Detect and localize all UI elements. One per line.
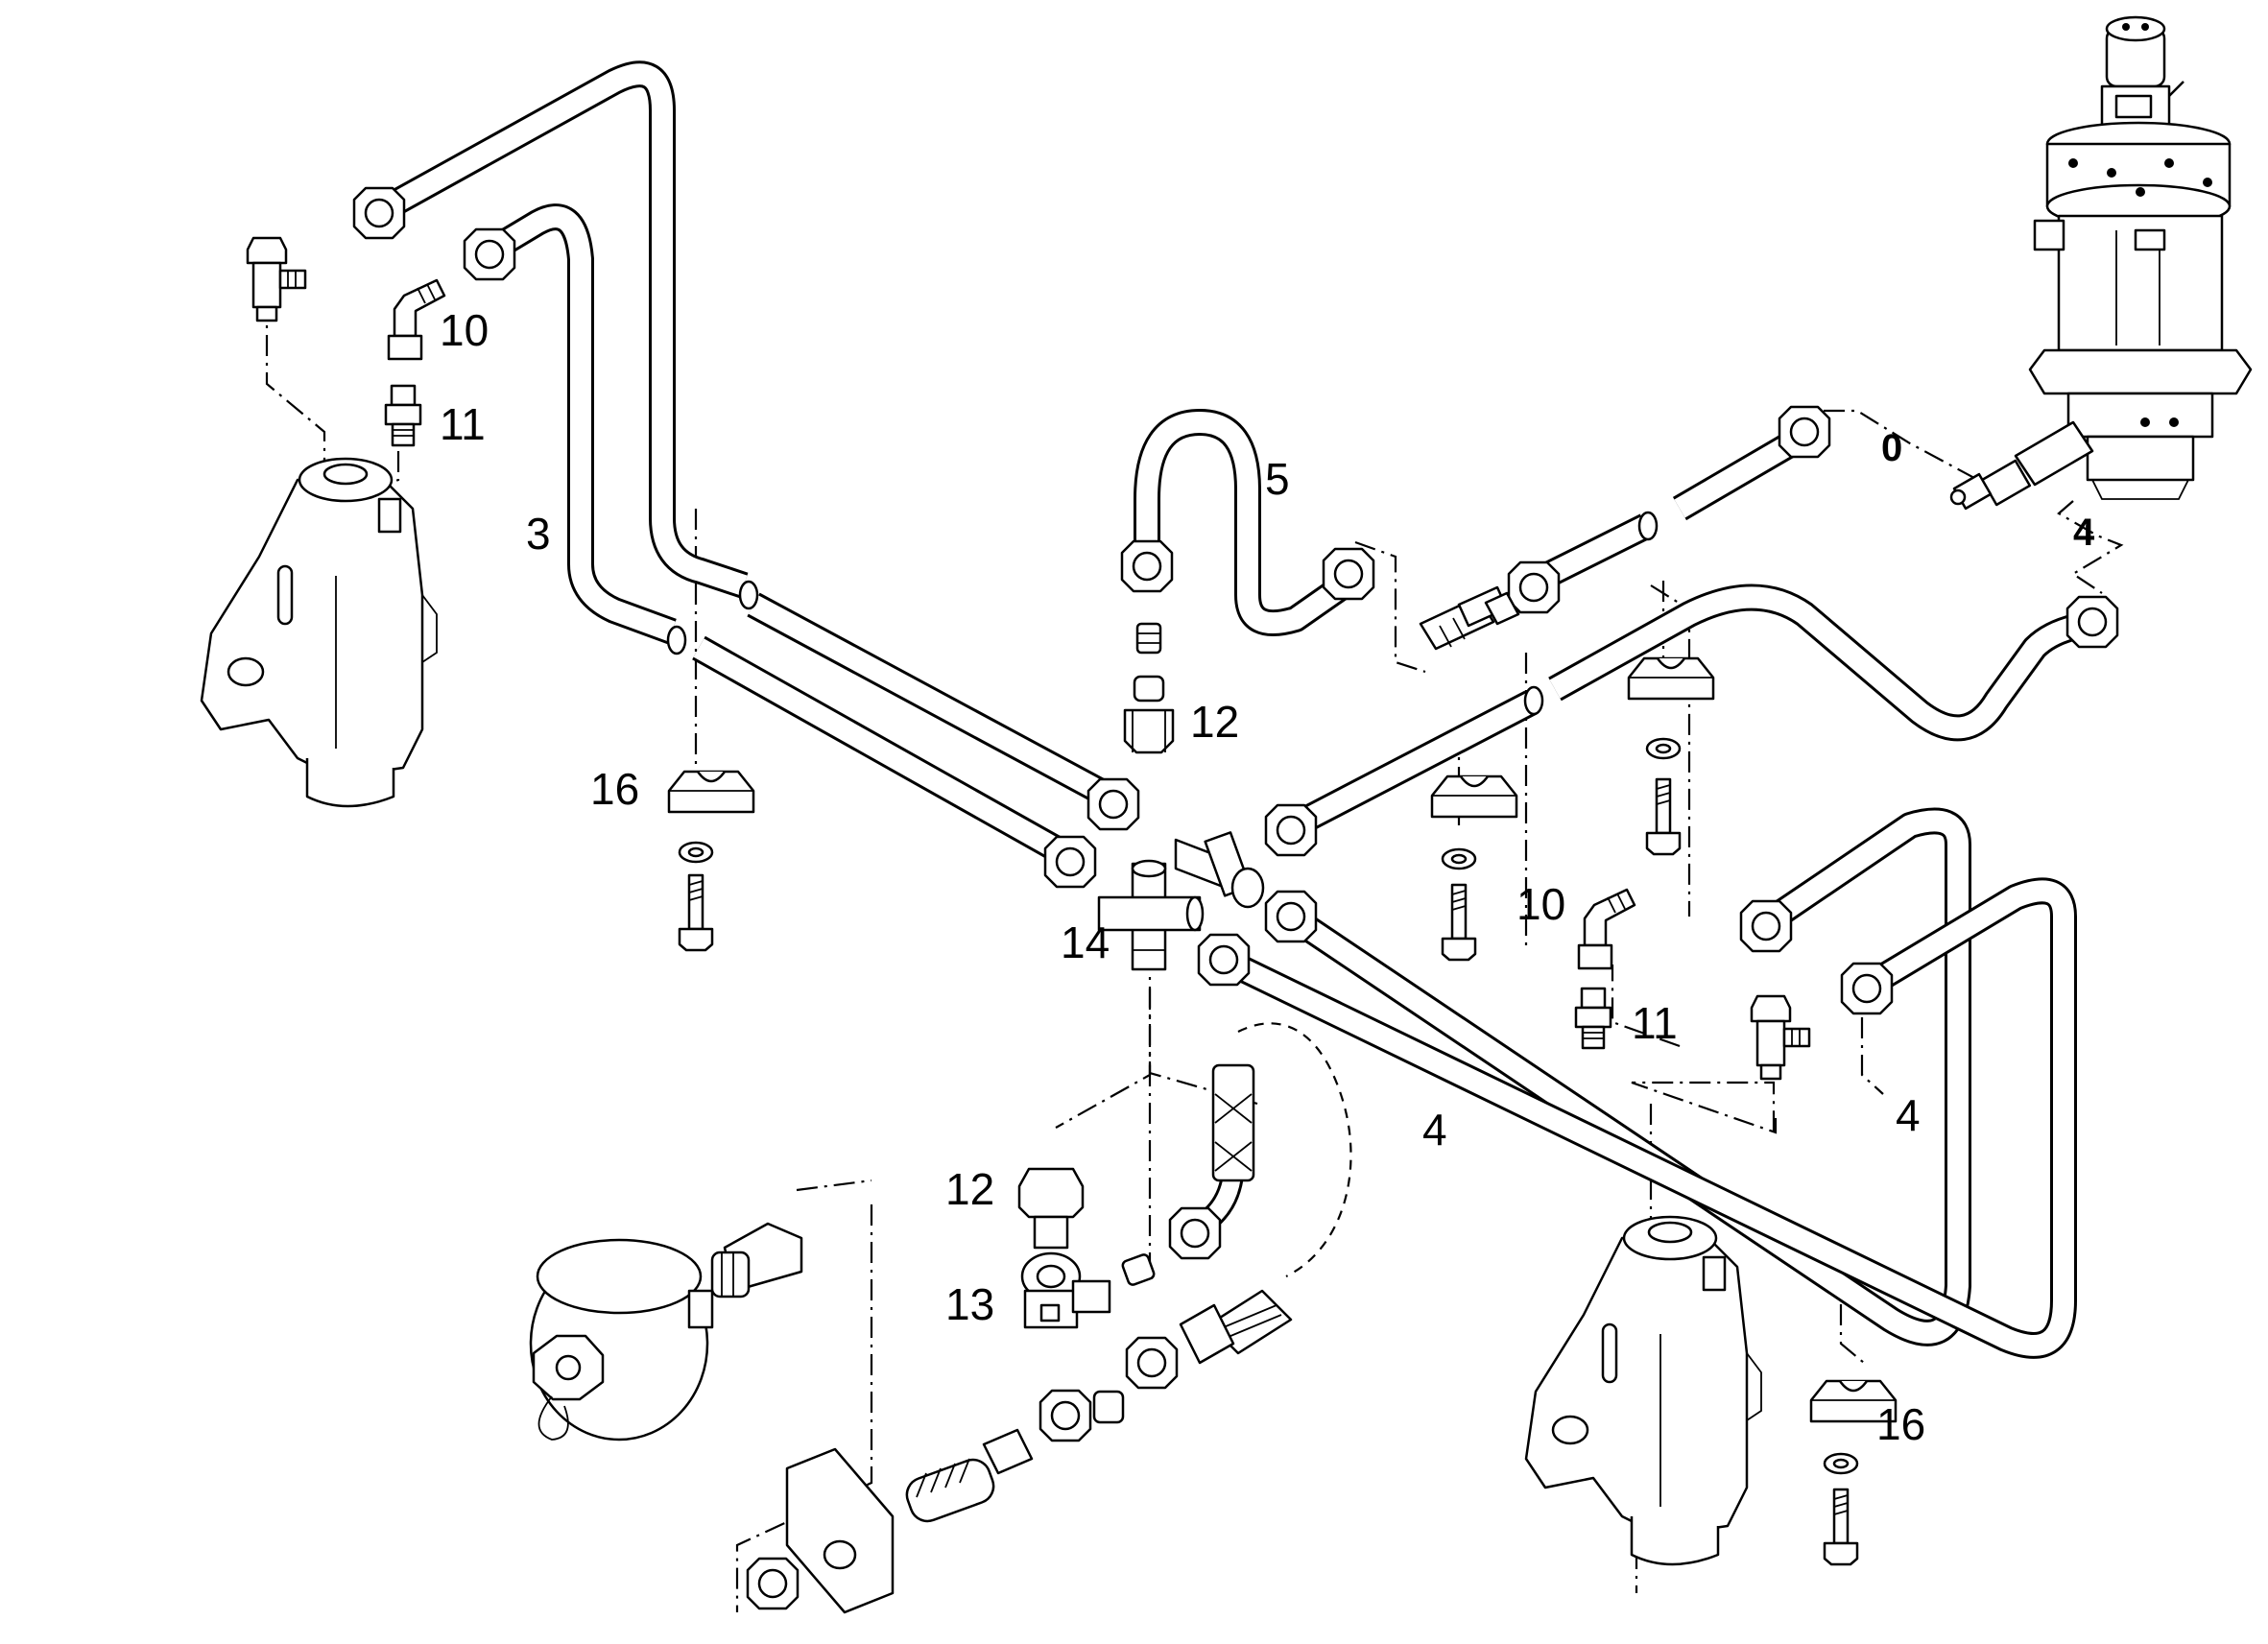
master-cylinder-reservoir — [529, 1238, 714, 1441]
pipe-nut — [463, 227, 516, 281]
callout-0: 0 — [1881, 427, 1902, 469]
clamp-bolt — [1645, 777, 1682, 856]
callout-16-left: 16 — [590, 764, 639, 814]
pipe-nut — [352, 186, 406, 240]
nipple-fitting-11 — [1574, 987, 1612, 1050]
centerline — [796, 1179, 872, 1192]
union-connector-12-upper — [1123, 675, 1175, 754]
hose-barb-fitting — [710, 1222, 803, 1299]
clamp-bolt — [678, 873, 714, 952]
centerline — [265, 298, 326, 480]
callout-4-right: 4 — [1896, 1090, 1921, 1140]
pipe-nut — [1840, 962, 1894, 1015]
pipe-clamp — [1627, 656, 1715, 701]
washer — [1823, 1452, 1859, 1475]
callout-11-left: 11 — [440, 399, 486, 449]
centerline — [2057, 500, 2124, 594]
centerline — [1860, 1017, 1884, 1095]
clamp-bolt — [1441, 883, 1477, 962]
clamp-bolt — [1823, 1488, 1859, 1566]
callout-5: 5 — [1265, 454, 1290, 504]
centerline — [343, 451, 400, 506]
centerline — [1354, 540, 1426, 674]
callout-16-right: 16 — [1876, 1399, 1925, 1449]
pipe-nut — [1086, 777, 1140, 831]
hose-routing-dashed — [1237, 1022, 1352, 1277]
pipe-nut — [1778, 405, 1831, 459]
cross-connector-14 — [1097, 859, 1205, 971]
tee-connector — [1174, 831, 1265, 909]
callout-4-middle: 4 — [1422, 1105, 1447, 1155]
pipe-to-cylinder — [1284, 584, 2094, 840]
nipple-fitting-11 — [384, 384, 422, 447]
flex-hose-lower — [1125, 1289, 1293, 1390]
hex-adapter — [1039, 1389, 1125, 1442]
callout-11-right: 11 — [1632, 998, 1678, 1048]
master-cylinder-outlet-fitting — [1949, 420, 2094, 511]
brake-caliper-right — [1524, 1215, 1763, 1566]
pipe-nut — [1322, 547, 1375, 601]
pipe-4-lower — [1217, 807, 2077, 1359]
pipe-nut — [1739, 899, 1793, 953]
pipe-clamp — [1430, 774, 1518, 819]
elbow-fitting-10 — [387, 278, 446, 361]
pipe-nut — [1043, 835, 1097, 889]
pipe-clamp-16 — [667, 770, 755, 814]
elbow-fitting-10 — [1577, 888, 1636, 970]
washer — [1645, 737, 1682, 760]
bleeder-valve — [246, 236, 307, 322]
centerline — [1824, 409, 1988, 486]
callout-3: 3 — [526, 509, 551, 559]
mounting-bracket — [746, 1447, 895, 1614]
swivel-elbow-13 — [1020, 1251, 1111, 1329]
callout-12-upper: 12 — [1190, 697, 1239, 747]
washer — [1441, 847, 1477, 870]
callout-10-left: 10 — [440, 305, 489, 355]
pipe-nut — [1120, 539, 1174, 593]
pipe-nut — [1264, 803, 1318, 857]
callout-13: 13 — [945, 1279, 994, 1329]
pipe-nut — [1197, 933, 1251, 987]
pipe-5 — [1134, 409, 1352, 636]
pipe-nut — [2065, 595, 2119, 649]
hose-barb-lower — [905, 1428, 1034, 1523]
callout-14: 14 — [1061, 917, 1110, 967]
centerline — [1839, 1267, 1865, 1364]
bleeder-valve — [1750, 994, 1811, 1081]
callout-10-right: 10 — [1516, 879, 1565, 929]
union-connector-12-lower — [1017, 1167, 1085, 1250]
washer — [678, 841, 714, 864]
callout-12-lower: 12 — [945, 1164, 994, 1214]
pipe-nut — [1264, 890, 1318, 943]
pipe-upper-right — [1534, 427, 1808, 591]
flex-hose — [1168, 1063, 1255, 1260]
olive-ring — [1121, 1253, 1156, 1286]
olive-ring — [1135, 622, 1162, 655]
inline-coupling — [1419, 585, 1520, 651]
pipe-nut — [1507, 560, 1561, 614]
pipe-3 — [377, 60, 1120, 867]
centerline — [1631, 1081, 1778, 1134]
brake-master-cylinder — [2028, 15, 2253, 500]
callout-4-top: 4 — [2073, 512, 2095, 554]
brake-caliper-left — [200, 457, 439, 808]
